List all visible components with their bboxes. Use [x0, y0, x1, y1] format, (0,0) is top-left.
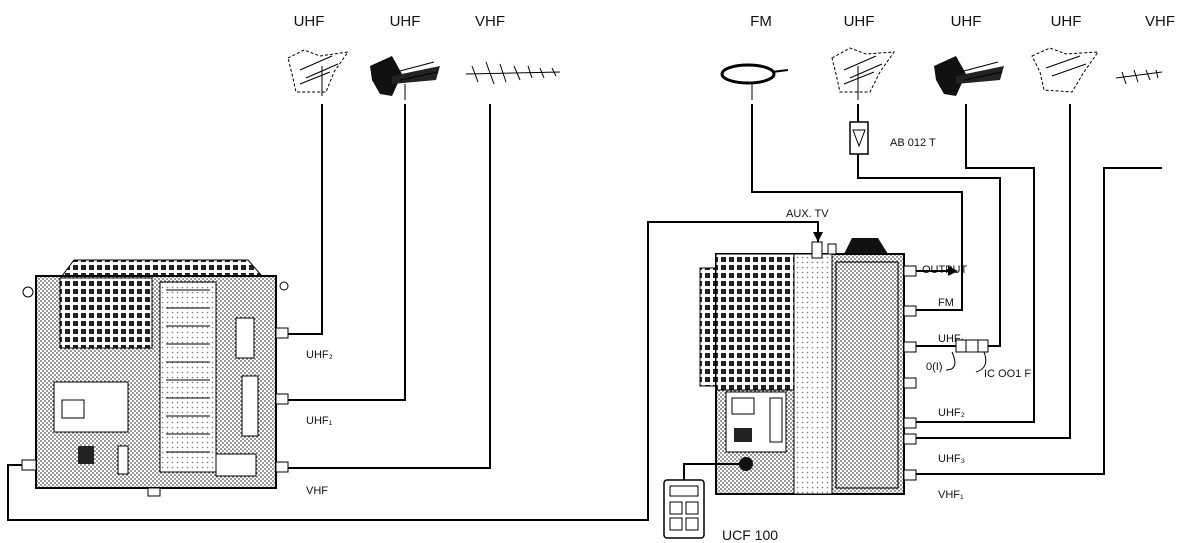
right-antenna-5-label: VHF	[1145, 13, 1175, 30]
left-amplifier-unit	[21, 259, 289, 497]
right-antenna-4-label: UHF	[1051, 13, 1082, 30]
right-antenna-1-label: FM	[750, 13, 772, 30]
uhf-panel-antenna-3-icon	[1031, 47, 1100, 93]
left-antenna-3-label: VHF	[475, 13, 505, 30]
vhf-yagi-antenna-icon	[465, 61, 561, 85]
left-input-uhf1-label: UHF₁	[306, 415, 333, 427]
right-input-uhf2-label: UHF₂	[938, 407, 965, 419]
fm-loop-antenna-icon	[720, 63, 789, 100]
programmer-label: UCF 100	[722, 527, 778, 543]
preamp-label: AB 012 T	[890, 137, 936, 149]
left-antenna-1-label: UHF	[294, 13, 325, 30]
left-input-vhf-label: VHF	[306, 485, 328, 497]
ucf100-programmer	[663, 479, 705, 539]
uhf-grid-antenna-icon	[370, 56, 440, 100]
left-input-uhf2-label: UHF₂	[306, 349, 333, 361]
left-unit-modules	[166, 289, 210, 453]
uhf-grid-antenna-2-icon	[934, 56, 1004, 96]
left-antenna-2-label: UHF	[390, 13, 421, 30]
injector-label: IC OO1 F	[984, 368, 1031, 380]
right-input-uhf3-label: UHF₃	[938, 453, 965, 465]
right-input-vhf1-label: VHF₁	[938, 489, 964, 501]
uhf-panel-antenna-2-icon	[831, 47, 896, 100]
right-amplifier-unit	[699, 238, 917, 495]
left-antenna-group: UHF UHF VHF	[287, 13, 561, 100]
right-antenna-3-label: UHF	[951, 13, 982, 30]
dc-label: 0(I)	[926, 361, 943, 373]
ab012t-preamp	[849, 121, 869, 155]
wiring	[7, 104, 1162, 521]
right-input-fm-label: FM	[938, 297, 954, 309]
right-antenna-group: FM UHF UHF UHF VHF	[720, 13, 1175, 100]
right-antenna-2-label: UHF	[844, 13, 875, 30]
uhf-panel-antenna-icon	[287, 49, 350, 96]
vhf-yagi-antenna-2-icon	[1115, 69, 1163, 85]
output-arrow-icon	[916, 266, 958, 276]
aux-tv-label: AUX. TV	[786, 208, 829, 220]
